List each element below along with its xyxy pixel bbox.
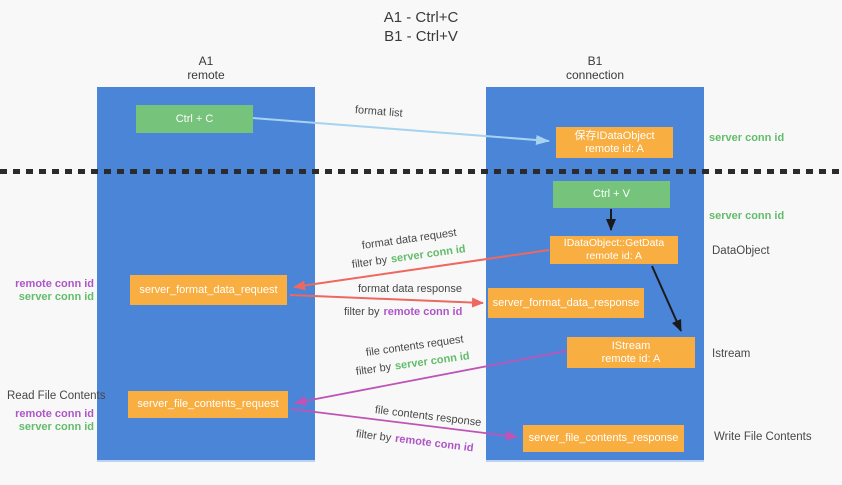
server-file-contents-request-box: server_file_contents_request (128, 391, 288, 418)
left-conn-id-block-lower: remote conn id server conn id (0, 408, 94, 434)
column-header-a1: A1 remote (97, 54, 315, 82)
remote-conn-id-text: remote conn id (394, 432, 475, 455)
read-file-contents-annotation: Read File Contents (7, 390, 106, 402)
server-conn-id-annotation-lower: server conn id (18, 421, 94, 433)
remote-conn-id-annotation-lower: remote conn id (15, 408, 94, 420)
dashed-divider-line (0, 169, 842, 174)
column-b1-name: B1 (587, 54, 603, 68)
istream-box: IStream remote id: A (567, 337, 695, 368)
title-line-2: B1 - Ctrl+V (384, 28, 458, 45)
server-format-data-response-label: server_format_data_response (492, 296, 640, 309)
left-conn-id-block-upper: remote conn id server conn id (0, 278, 94, 304)
column-a1-name: A1 (198, 54, 214, 68)
title-line-1: A1 - Ctrl+C (383, 9, 459, 26)
server-conn-id-annotation-upper: server conn id (18, 291, 94, 303)
server-conn-id-annotation-mid: server conn id (709, 210, 785, 222)
save-idataobject-line1: 保存IDataObject (574, 129, 655, 142)
save-idataobject-box: 保存IDataObject remote id: A (556, 127, 673, 158)
filter-by-text: filter by (344, 306, 380, 318)
format-data-response-label: format data response (358, 283, 462, 295)
getdata-line1: IDataObject::GetData (563, 237, 665, 249)
ctrl-v-box: Ctrl + V (553, 181, 670, 208)
file-contents-response-label: file contents response (374, 404, 482, 429)
server-format-data-request-label: server_format_data_request (139, 283, 278, 296)
ctrl-c-box: Ctrl + C (136, 105, 253, 133)
server-file-contents-request-label: server_file_contents_request (137, 398, 279, 410)
filter-by-text: filter by (351, 254, 388, 271)
format-list-label: format list (354, 104, 404, 120)
remote-conn-id-annotation-upper: remote conn id (15, 278, 94, 290)
istream-annotation: Istream (712, 348, 751, 360)
getdata-line2: remote id: A (585, 250, 642, 262)
idataobject-getdata-box: IDataObject::GetData remote id: A (550, 236, 678, 264)
istream-line1: IStream (611, 339, 651, 352)
ctrl-c-label: Ctrl + C (175, 112, 214, 125)
column-a1-subtitle: remote (187, 68, 225, 82)
dataobject-annotation: DataObject (712, 245, 770, 257)
server-file-contents-response-label: server_file_contents_response (528, 432, 679, 444)
filter-by-text: filter by (355, 428, 392, 445)
save-idataobject-line2: remote id: A (585, 142, 644, 155)
istream-line2: remote id: A (601, 352, 661, 365)
diagram-title: A1 - Ctrl+C B1 - Ctrl+V (0, 8, 842, 46)
remote-conn-id-text: remote conn id (383, 306, 463, 318)
server-format-data-response-box: server_format_data_response (488, 288, 644, 318)
server-format-data-request-box: server_format_data_request (130, 275, 287, 305)
ctrl-v-label: Ctrl + V (593, 188, 630, 200)
format-data-response-arrow (289, 294, 484, 308)
server-file-contents-response-box: server_file_contents_response (523, 425, 684, 452)
server-conn-id-annotation-top: server conn id (709, 132, 785, 144)
column-header-b1: B1 connection (486, 54, 704, 82)
filter-by-text: filter by (355, 361, 392, 378)
write-file-contents-annotation: Write File Contents (714, 431, 812, 443)
column-b1-subtitle: connection (565, 68, 625, 82)
